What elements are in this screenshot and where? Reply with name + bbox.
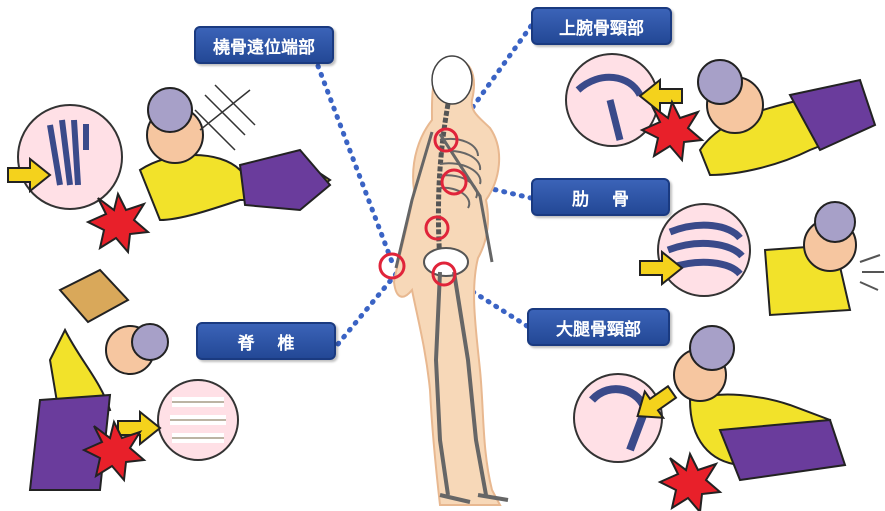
label-distal-radius: 橈骨遠位端部 — [194, 26, 334, 64]
impact-burst-radius — [88, 194, 148, 252]
cough-spray — [860, 255, 884, 290]
woman-hair-radius — [148, 88, 192, 132]
box-lifted — [60, 270, 128, 322]
fall-illustration-femur — [574, 326, 845, 511]
woman-hair-femur — [690, 326, 734, 370]
skeleton-figure — [380, 56, 508, 505]
lifting-illustration-spine — [30, 270, 238, 490]
xray-inset-wrist — [18, 105, 122, 209]
connector-radius — [318, 66, 392, 262]
fall-illustration-humerus — [566, 54, 875, 175]
woman-hair-spine — [132, 324, 168, 360]
woman-skirt-radius — [240, 150, 330, 210]
woman-skirt-femur — [720, 420, 845, 480]
label-humerus-neck: 上腕骨頸部 — [531, 7, 672, 45]
label-femoral-neck: 大腿骨頸部 — [527, 308, 670, 346]
skull — [432, 56, 472, 104]
fall-illustration-radius — [8, 85, 330, 252]
label-spine: 脊 椎 — [196, 322, 336, 360]
woman-hair-rib — [815, 202, 855, 242]
fence-lines — [195, 85, 255, 150]
label-rib: 肋 骨 — [531, 178, 670, 216]
cough-illustration-rib — [640, 202, 884, 315]
woman-hair-humerus — [698, 60, 742, 104]
impact-burst-femur — [660, 454, 720, 511]
